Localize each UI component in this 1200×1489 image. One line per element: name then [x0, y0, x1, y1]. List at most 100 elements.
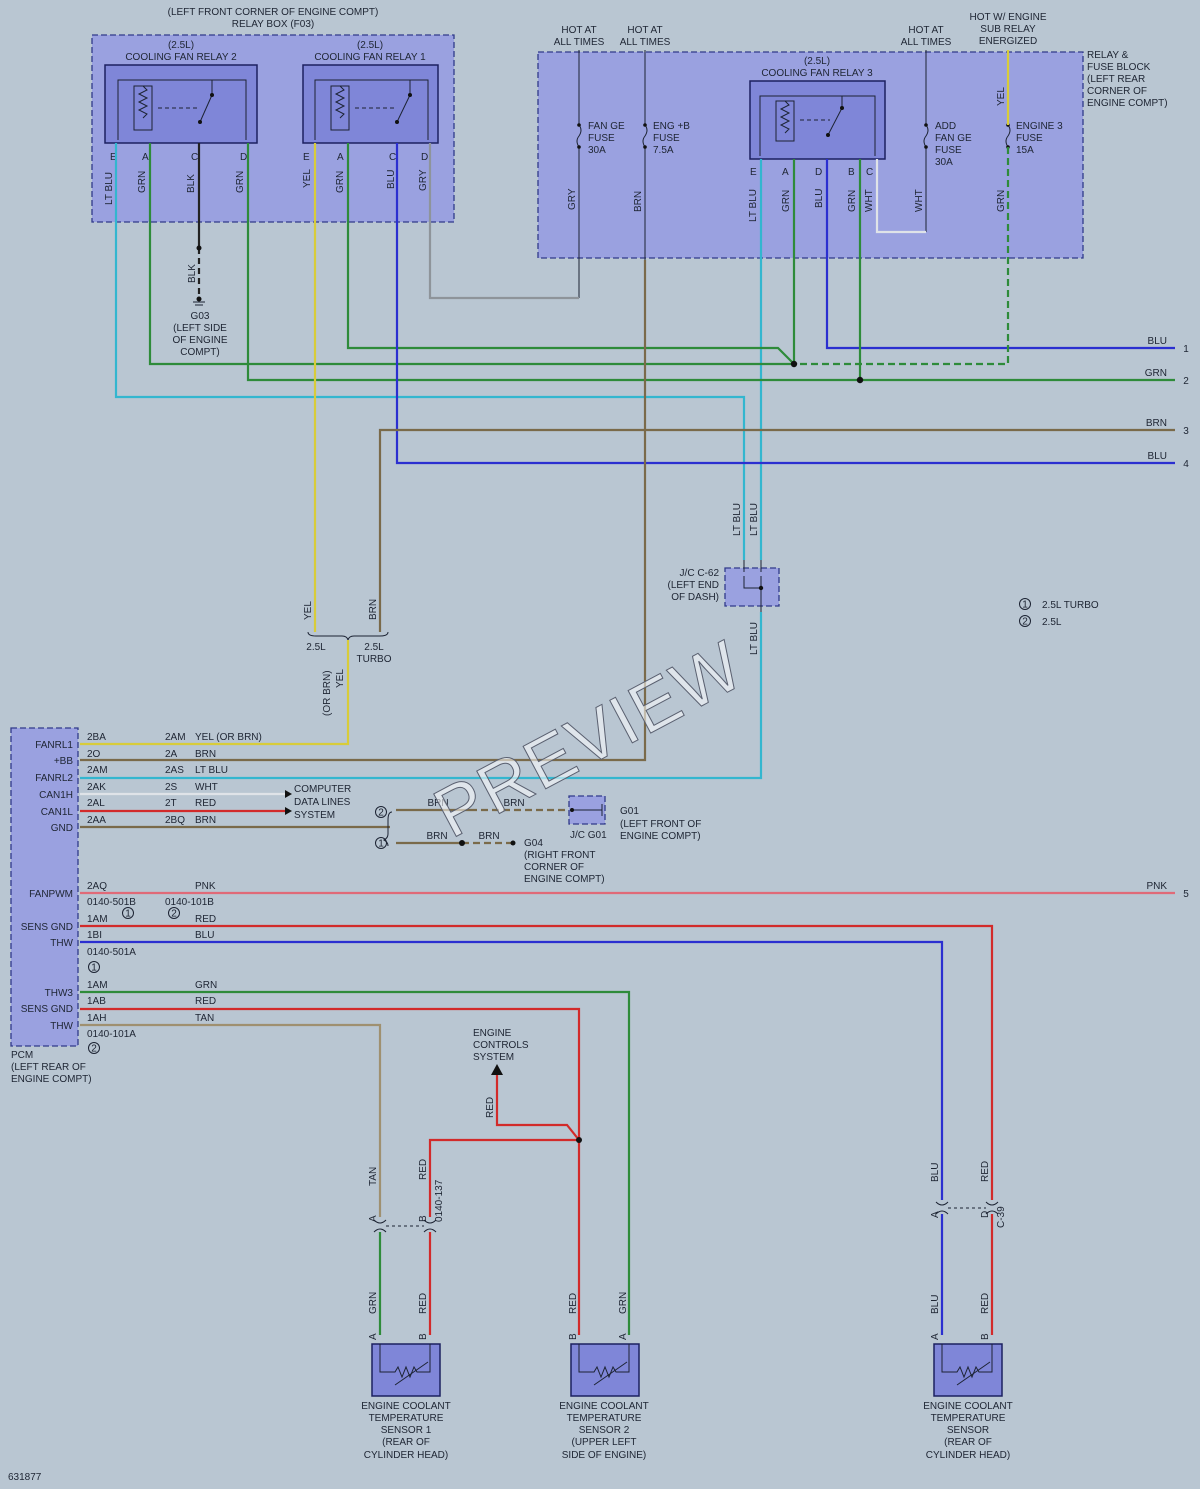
s2-wire-b: RED	[568, 1293, 579, 1314]
sensor-1: GRN RED A B ENGINE COOLANT TEMPERATURE S…	[361, 1292, 450, 1461]
out-num-1: 1	[1183, 344, 1189, 355]
g04-wire-2: BRN	[478, 831, 499, 842]
eng-bb-fuse-rating: 7.5A	[653, 145, 674, 156]
wire-tan-thw-2	[80, 1023, 382, 1217]
sensor2-label-3: SENSOR 2	[579, 1425, 630, 1436]
row2-p2: 2AS	[165, 765, 184, 776]
ground-icon	[510, 840, 516, 846]
conn-101a: 0140-101A	[87, 1029, 136, 1040]
relay2-variant: (2.5L)	[168, 40, 194, 51]
sensor3-label-4: (REAR OF	[944, 1437, 992, 1448]
c39-pin-d: D	[980, 1211, 991, 1218]
fan-ge-fuse-label: FAN GE	[588, 121, 625, 132]
out-label-2: GRN	[1145, 368, 1167, 379]
conn-501b: 0140-501B	[87, 897, 136, 908]
fuse-block-title-1: RELAY &	[1087, 50, 1129, 61]
s3-wire-b: RED	[980, 1293, 991, 1314]
c137-wire-a: TAN	[368, 1167, 379, 1186]
pcm-pin-bb: +BB	[54, 756, 74, 767]
hot-label-2a: HOT AT	[627, 25, 662, 36]
add-fan-fuse-icon	[923, 124, 929, 148]
legend-text-1: 2.5L TURBO	[1042, 600, 1099, 611]
fuse-yel-label: YEL	[996, 87, 1007, 106]
pcm-pin-gnd: GND	[51, 823, 73, 834]
row0-p2: 2AM	[165, 732, 186, 743]
relay1-body	[302, 64, 439, 144]
relay2-pin-e: E	[110, 152, 117, 163]
wire-red-sens-gnd-1	[80, 924, 994, 1200]
junction-c62: LT BLU LT BLU LT BLU J/C C-62 (LEFT END …	[80, 503, 780, 780]
cooling-fan-relay-3: (2.5L) COOLING FAN RELAY 3 E A D B C LT …	[748, 56, 886, 222]
row3-p2: 2S	[165, 782, 178, 793]
row3-w: WHT	[195, 782, 218, 793]
wire-red-engine-controls	[495, 1074, 580, 1141]
row5-w: BRN	[195, 815, 216, 826]
c39-wire-b: RED	[980, 1161, 991, 1182]
split-brn: BRN	[368, 599, 379, 620]
wire-blu-thw-1	[80, 940, 944, 1200]
s1-pin-b: B	[418, 1333, 429, 1340]
thermistor-icon	[941, 1344, 993, 1379]
pcm-pin-sens-gnd-1: SENS GND	[21, 922, 73, 933]
relay1-wire-e: YEL	[302, 169, 313, 188]
wire-brn-3	[378, 428, 1175, 632]
sensor-3: BLU RED A B ENGINE COOLANT TEMPERATURE S…	[923, 1293, 1012, 1461]
out-num-2: 2	[1183, 376, 1189, 387]
row5-p1: 2AA	[87, 815, 106, 826]
split-yel: YEL	[303, 601, 314, 620]
relay2-wire-a: GRN	[137, 171, 148, 193]
engine-controls-label: ENGINE	[473, 1028, 512, 1039]
row8-p1: 1BI	[87, 930, 102, 941]
sensor3-label-3: SENSOR	[947, 1425, 989, 1436]
fuse-grn-label: GRN	[996, 190, 1007, 212]
pcm-wires: COMPUTER DATA LINES SYSTEM 2 1 BRN BRN B…	[80, 784, 1189, 1335]
row2-p1: 2AM	[87, 765, 108, 776]
row4-w: RED	[195, 798, 216, 809]
gnd-branch-mark-1: 1	[378, 839, 384, 850]
conn-501a-mark: 1	[91, 963, 97, 974]
out-num-5: 5	[1183, 889, 1189, 900]
relay2-wire-d: GRN	[235, 171, 246, 193]
row7-p1: 1AM	[87, 914, 108, 925]
eng-bb-fuse-label: ENG +B	[653, 121, 690, 132]
relay3-pin-e: E	[750, 167, 757, 178]
pcm-box	[10, 727, 79, 1047]
row11-w: TAN	[195, 1013, 214, 1024]
sensor1-label-3: SENSOR 1	[381, 1425, 432, 1436]
sensor3-body	[933, 1343, 1003, 1397]
relay1-pin-a: A	[337, 152, 344, 163]
relay1-wire-d: GRY	[418, 169, 429, 191]
wire-red-sens-gnd-2	[80, 1007, 581, 1335]
fuse-gry-label: GRY	[567, 188, 578, 210]
upper-wires: BLU 1 GRN 2 BRN 3 BLU 4	[80, 50, 1189, 762]
sensor1-label-2: TEMPERATURE	[369, 1413, 444, 1424]
wire-grn-2	[246, 143, 1175, 382]
out-label-4: BLU	[1148, 451, 1167, 462]
legend-mark-1: 1	[1022, 600, 1028, 611]
relay-box-subtitle: RELAY BOX (F03)	[232, 19, 314, 30]
red-branch-label: RED	[485, 1097, 496, 1118]
s3-wire-a: BLU	[930, 1295, 941, 1314]
hot-engine-label-2: SUB RELAY	[980, 24, 1036, 35]
wire-grn-relay2-a	[148, 143, 794, 366]
relay3-wire-a: GRN	[781, 190, 792, 212]
out-label-3: BRN	[1146, 418, 1167, 429]
relay3-wire-d: BLU	[814, 189, 825, 208]
pcm-label: PCM	[11, 1050, 33, 1061]
sensor2-label-2: TEMPERATURE	[567, 1413, 642, 1424]
c62-wire-top-1: LT BLU	[732, 503, 743, 536]
sensor2-label: ENGINE COOLANT	[559, 1401, 648, 1412]
out-num-3: 3	[1183, 426, 1189, 437]
hot-label-1a: HOT AT	[561, 25, 596, 36]
c62-box	[724, 567, 780, 607]
pcm-pin-thw-1: THW	[50, 938, 73, 949]
row9-w: GRN	[195, 980, 217, 991]
figure-id: 631877	[8, 1472, 42, 1483]
relay1-name: COOLING FAN RELAY 1	[314, 52, 426, 63]
sensor3-label-5: CYLINDER HEAD)	[926, 1450, 1010, 1461]
g03-label-3: OF ENGINE	[172, 335, 227, 346]
eng-bb-fuse-icon	[642, 124, 648, 148]
fuse-wht-label: WHT	[914, 189, 925, 212]
relay2-pin-a: A	[142, 152, 149, 163]
computer-data-label-2: DATA LINES	[294, 797, 351, 808]
